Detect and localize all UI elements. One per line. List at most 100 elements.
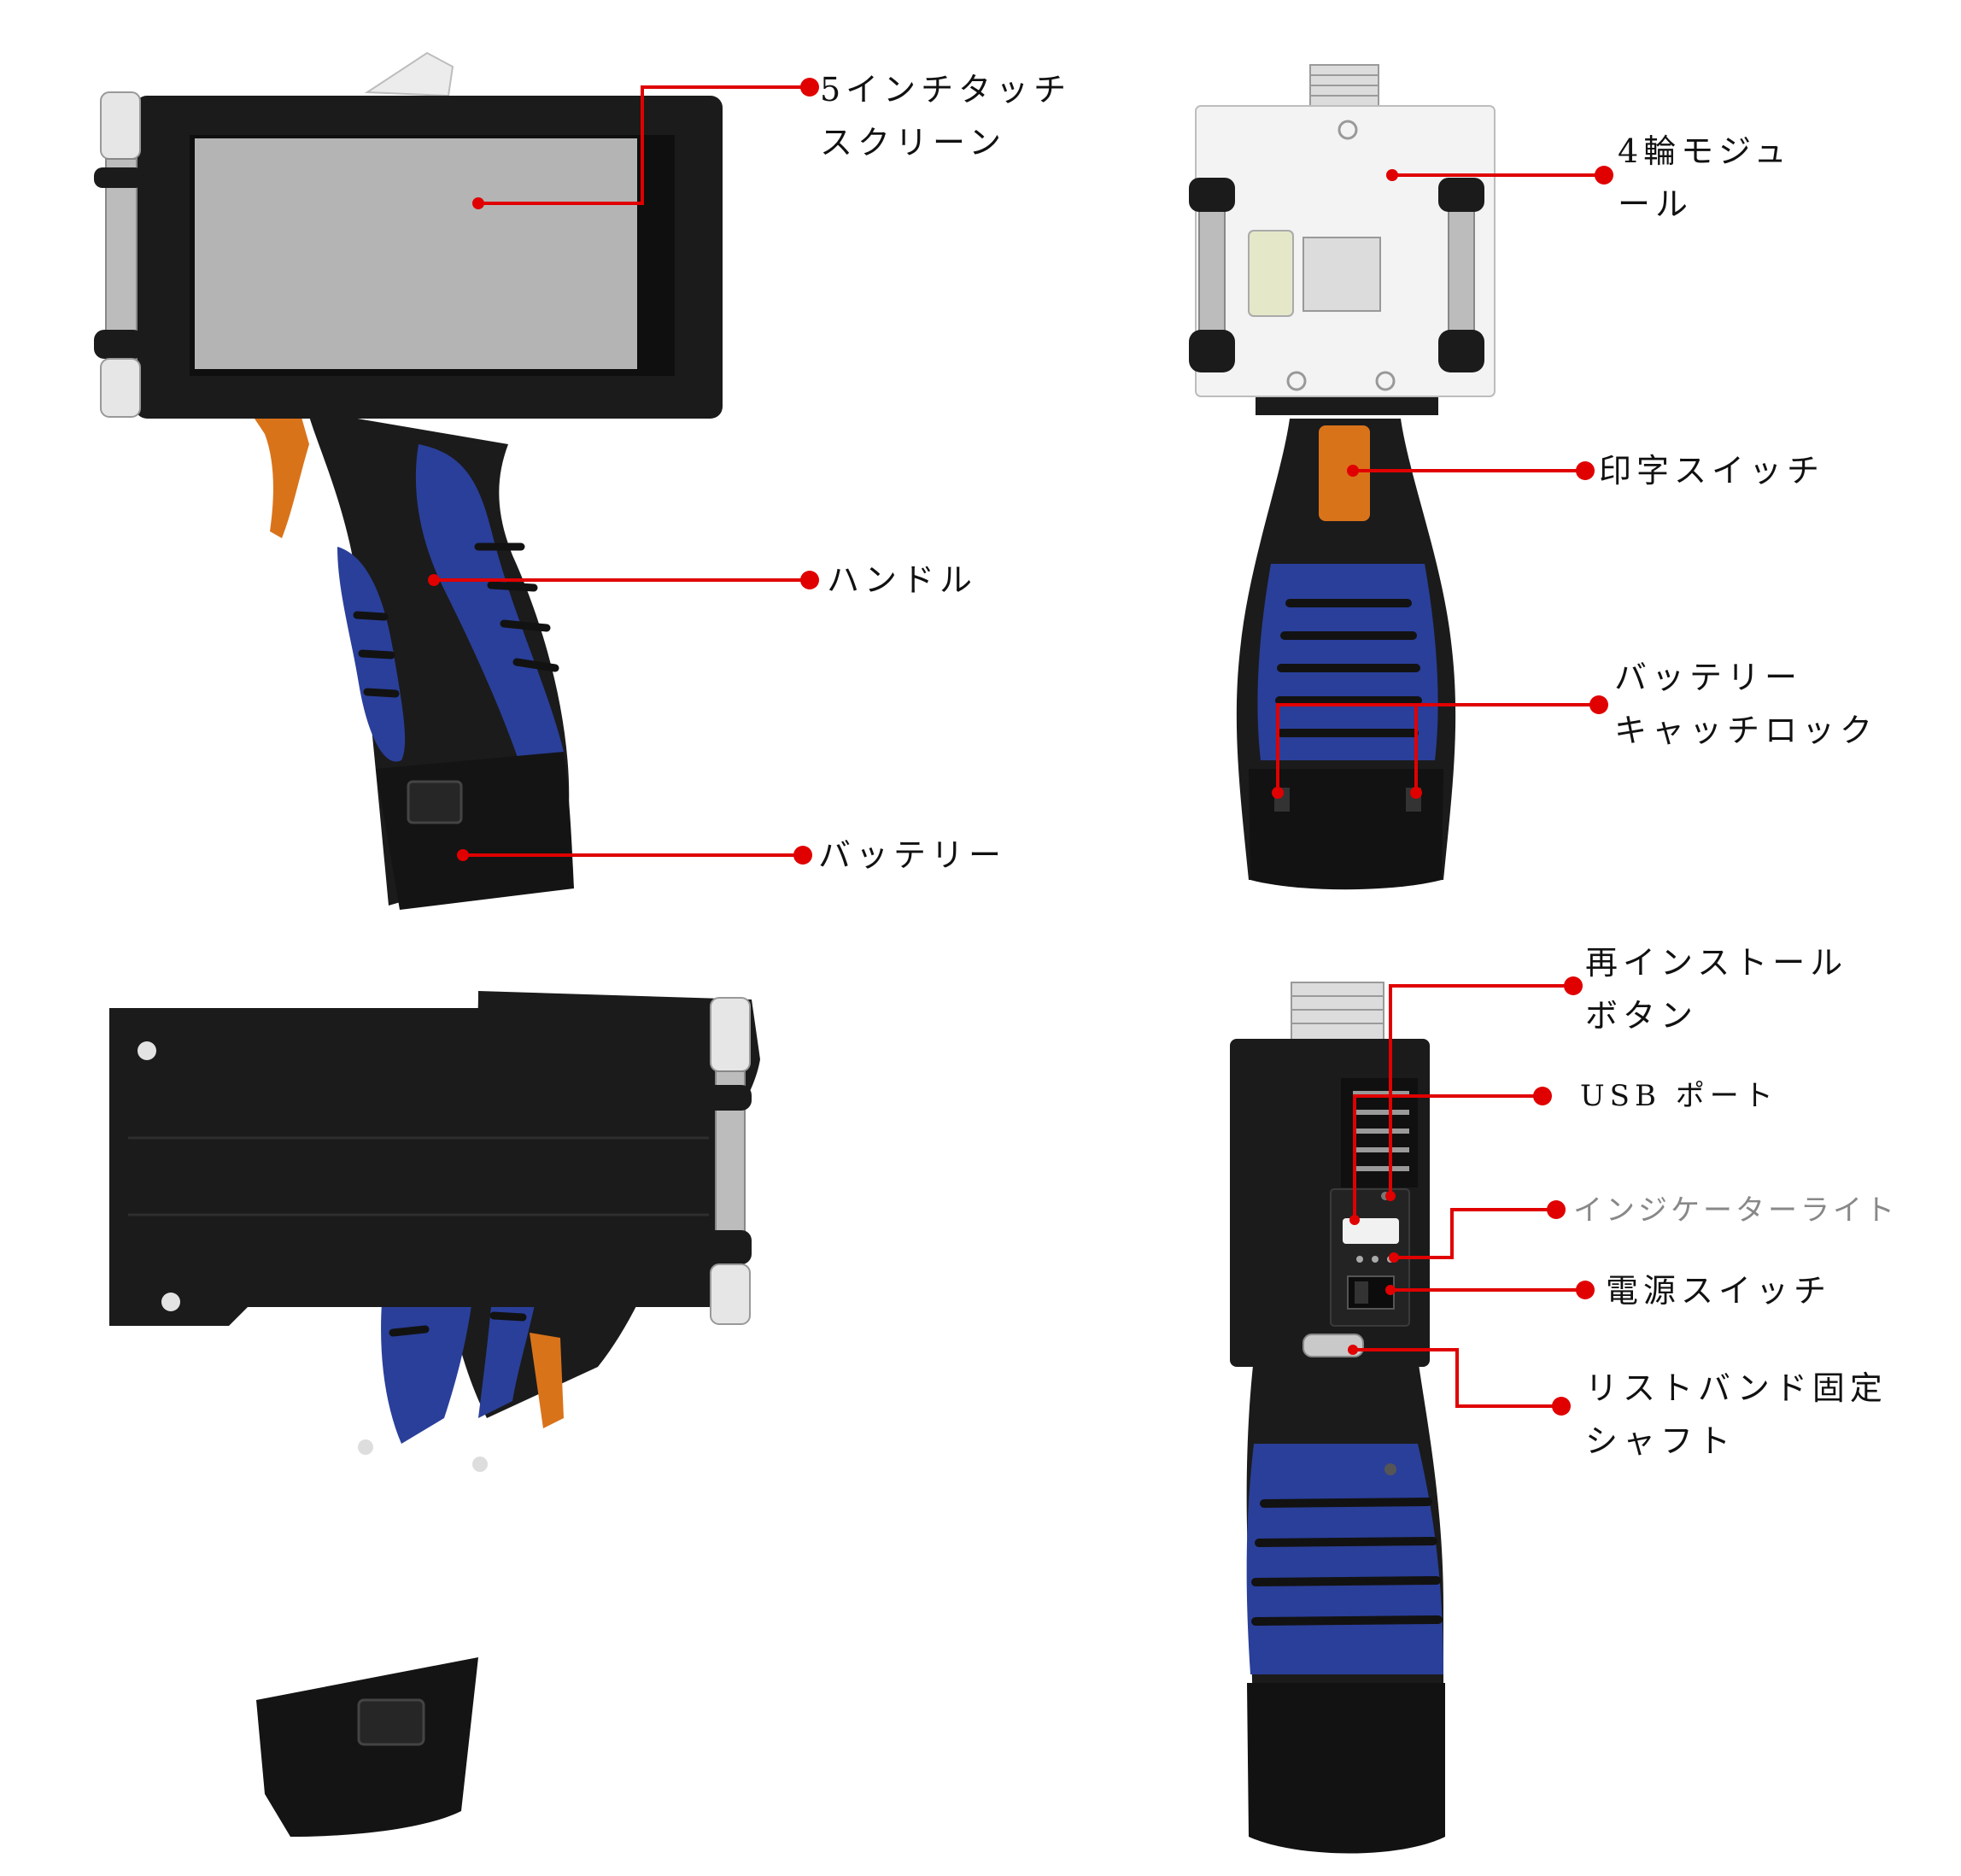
label-print-switch: 印字スイッチ (1599, 444, 1824, 497)
rear-wheel-upper (702, 1085, 752, 1111)
rail-bar (105, 158, 138, 361)
dot-print-switch-end (1576, 461, 1595, 480)
label-wheel-module: 4輪モジュ ール (1618, 125, 1792, 231)
label-usb-port: USB ポート (1580, 1070, 1778, 1123)
dot-indicator-start (1389, 1252, 1399, 1263)
label-power-switch: 電源スイッチ (1606, 1264, 1831, 1317)
dot-wheel-module-end (1595, 166, 1613, 185)
nozzle-window (1302, 237, 1381, 312)
side-view (1230, 982, 1445, 1854)
indicator-led-2 (1372, 1256, 1379, 1263)
vent-slots (1353, 1091, 1409, 1171)
rail-left (1198, 204, 1226, 334)
grip-screw-left (358, 1439, 373, 1455)
label-battery: バッテリー (818, 829, 1006, 882)
battery-pack (376, 752, 574, 910)
trigger (255, 408, 309, 538)
side-battery (1247, 1683, 1445, 1854)
label-wrist-strap-line1: リストバンド固定 (1585, 1369, 1888, 1407)
back-view (109, 991, 760, 1837)
dot-usb-start (1349, 1215, 1360, 1225)
rear-screw-bottom (161, 1293, 180, 1311)
rail-cap-top (100, 91, 141, 160)
dot-power-start (1385, 1285, 1396, 1295)
grip-ribs (353, 542, 559, 698)
grip-top (1257, 564, 1438, 760)
label-power-switch-text: 電源スイッチ (1606, 1272, 1832, 1310)
dot-touch-screen-start (472, 197, 484, 209)
label-reinstall-button: 再インストール ボタン (1585, 936, 1847, 1042)
label-battery-lock: バッテリー キャッチロック (1614, 651, 1877, 757)
label-wrist-strap-line2: シャフト (1585, 1422, 1736, 1460)
dot-indicator-end (1547, 1200, 1566, 1219)
screw-bottom-right (1375, 371, 1396, 391)
cartridge-fin-lines (1310, 74, 1379, 97)
dot-print-switch-start (1347, 465, 1359, 477)
dot-battery-start (457, 849, 469, 861)
wheel-upper (94, 167, 143, 188)
label-handle: ハンドル (827, 554, 977, 607)
grip-rear (415, 444, 565, 801)
leader-reinstall (1389, 984, 1573, 1196)
battery-latch (407, 780, 463, 824)
dot-battery-lock-end (1589, 695, 1608, 714)
leader-usb (1353, 1094, 1542, 1220)
label-battery-text: バッテリー (818, 836, 1007, 874)
rear-rail-cap-top (710, 997, 751, 1072)
print-trigger (1319, 425, 1370, 521)
dot-reinstall-start (1385, 1191, 1396, 1201)
label-indicator-light: インジケーターライト (1573, 1184, 1898, 1237)
leader-indicator (1394, 1208, 1556, 1259)
rear-panel-lines (128, 1136, 709, 1216)
label-usb-port-text: USB ポート (1580, 1079, 1778, 1113)
dot-wrist-strap-start (1348, 1345, 1358, 1355)
usb-port (1343, 1218, 1399, 1244)
leader-battery-lock (1276, 703, 1599, 793)
label-reinstall-line1: 再インストール (1585, 944, 1848, 982)
wheel-lower (94, 330, 143, 359)
label-touch-screen-line2: スクリーン (820, 124, 1007, 161)
touch-screen (195, 138, 637, 369)
rear-screw-top (138, 1041, 156, 1060)
side-cartridge (1291, 982, 1384, 1043)
leader-touch-screen (478, 85, 810, 205)
screw-bottom-left (1286, 371, 1307, 391)
side-cartridge-lines (1291, 995, 1384, 1024)
screw-top (1338, 120, 1358, 140)
dot-handle-start (428, 574, 440, 586)
label-indicator-light-text: インジケーターライト (1573, 1193, 1898, 1228)
rear-wheel-lower (702, 1230, 752, 1264)
rail-cap-bottom (100, 358, 141, 418)
cartridge-top (364, 51, 454, 97)
label-print-switch-text: 印字スイッチ (1599, 452, 1825, 490)
label-wheel-module-line2: ール (1618, 185, 1694, 223)
label-touch-screen-line1: 5インチタッチ (820, 71, 1072, 108)
leader-wrist-strap (1353, 1348, 1561, 1408)
side-grip-ribs (1251, 1498, 1443, 1626)
side-grip (1246, 1444, 1443, 1674)
power-switch-rocker (1355, 1281, 1368, 1304)
battery-top (1249, 769, 1443, 890)
battery-back (256, 1657, 478, 1837)
label-reinstall-line2: ボタン (1585, 997, 1699, 1035)
dot-usb-end (1533, 1087, 1552, 1105)
wheel-top-left (1189, 178, 1235, 212)
grip-screw-right (472, 1457, 488, 1472)
rail-right (1448, 204, 1475, 334)
label-wheel-module-line1: 4輪モジュ (1618, 132, 1792, 170)
battery-latch-back (357, 1698, 425, 1746)
top-view (1189, 64, 1496, 890)
grip-ribs-top (1275, 599, 1422, 737)
wheel-top-right (1438, 178, 1484, 212)
dot-handle-end (800, 571, 819, 589)
front-view (94, 51, 723, 910)
dot-power-end (1576, 1281, 1595, 1299)
dot-touch-screen-end (800, 78, 819, 97)
wheel-bottom-left (1189, 330, 1235, 372)
rear-housing (109, 1001, 735, 1326)
dot-wrist-strap-end (1552, 1397, 1571, 1416)
dot-battery-end (793, 846, 812, 865)
dot-reinstall-end (1564, 976, 1583, 995)
